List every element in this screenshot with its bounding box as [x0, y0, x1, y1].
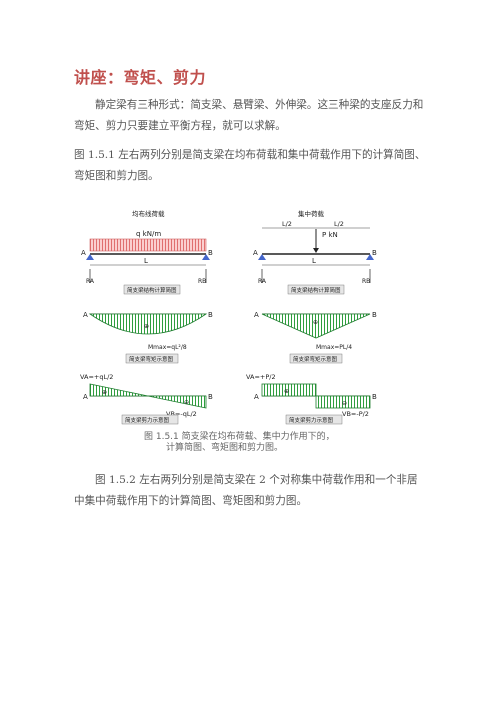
left-heading: 均布线荷载 [132, 209, 165, 218]
left-span: L [144, 257, 148, 265]
right-support-b2: B [372, 393, 377, 401]
left-shear-sign-pos: ⊕ [102, 389, 107, 396]
left-support-b-icon [202, 254, 210, 260]
left-shear-b: VB=-qL/2 [166, 410, 197, 418]
right-diagram2-title: 简支梁弯矩示意图 [293, 355, 338, 363]
left-shear-negative-area [147, 395, 207, 409]
right-reaction-b: RB [362, 278, 370, 285]
right-shear-negative-area [315, 395, 371, 409]
right-load-label: P kN [322, 231, 338, 239]
right-shear-positive-area [261, 383, 317, 397]
beam-diagram-figure: 均布线荷载 q kN/m A B L RA RB [80, 203, 382, 425]
left-title-box-3 [121, 414, 179, 425]
right-support-a: A [253, 249, 258, 257]
uniform-load-band [89, 238, 207, 252]
right-title-box-2 [289, 353, 343, 364]
caption-line-1: 图 1.5.1 简支梁在均布荷载、集中力作用下的， [144, 432, 335, 442]
right-support-a2: A [254, 393, 259, 401]
left-column: 均布线荷载 q kN/m A B L RA RB [80, 209, 213, 425]
right-moment-sign: ⊕ [313, 319, 318, 326]
left-support-a2: A [83, 393, 88, 401]
right-title-box-1 [287, 284, 345, 295]
left-title-box-2 [125, 353, 179, 364]
left-moment-b: B [208, 311, 213, 319]
right-shear-sign-neg: ⊖ [342, 400, 347, 407]
left-reaction-a: RA [86, 278, 95, 285]
paragraph-intro: 静定梁有三种形式：简支梁、悬臂梁、外伸梁。这三种梁的支座反力和弯矩、剪力只要建立… [74, 99, 424, 132]
left-reaction-b: RB [198, 278, 206, 285]
page-title: 讲座：弯矩、剪力 [74, 68, 207, 87]
right-shear-a: VA=+P/2 [246, 373, 276, 381]
right-point-load-arrowhead-icon [313, 248, 319, 253]
paragraph-figure-1-5-1: 图 1.5.1 左右两列分别是简支梁在均布荷载和集中荷载作用下的计算简图、弯矩图… [74, 149, 426, 182]
right-support-b: B [372, 249, 377, 257]
left-support-b: B [208, 249, 213, 257]
right-moment-a: A [254, 311, 259, 319]
right-diagram1-title: 简支梁结构计算简图 [291, 286, 341, 294]
left-title-box-1 [123, 284, 181, 295]
left-shear-a: VA=+qL/2 [80, 373, 113, 381]
left-support-a: A [81, 249, 86, 257]
right-shear-sign-pos: ⊕ [284, 388, 289, 395]
right-title-box-3 [285, 414, 343, 425]
left-moment-a: A [83, 311, 88, 319]
right-span: L [312, 257, 316, 265]
left-support-b2: B [208, 393, 213, 401]
left-moment-parabola [88, 313, 208, 335]
paragraph-figure-1-5-2: 图 1.5.2 左右两列分别是简支梁在 2 个对称集中荷载作用和一个非居中集中荷… [74, 474, 418, 507]
beam-diagram-svg: 均布线荷载 q kN/m A B L RA RB [80, 209, 377, 425]
right-shear-b: VB=-P/2 [342, 410, 369, 418]
right-moment-max: Mmax=PL/4 [316, 344, 352, 351]
right-moment-b: B [372, 311, 377, 319]
left-load-label: q kN/m [136, 230, 161, 238]
right-diagram3-title: 简支梁剪力示意图 [289, 416, 334, 424]
figure-caption: 图 1.5.1 简支梁在均布荷载、集中力作用下的， 计算简图、弯矩图和剪力图。 [144, 432, 364, 454]
right-reaction-a: RA [258, 278, 267, 285]
left-shear-positive-area [89, 383, 149, 397]
right-column: 集中荷载 L/2 L/2 P kN A B L [246, 209, 377, 425]
left-diagram3-title: 简支梁剪力示意图 [125, 416, 170, 424]
right-half1: L/2 [282, 220, 292, 228]
right-heading: 集中荷载 [298, 209, 325, 218]
right-half2: L/2 [334, 220, 344, 228]
caption-line-2: 计算简图、弯矩图和剪力图。 [166, 443, 284, 453]
left-support-a-icon [86, 254, 94, 260]
right-support-a-icon [258, 254, 266, 260]
left-moment-max: Mmax=qL²/8 [148, 344, 187, 351]
left-diagram2-title: 简支梁弯矩示意图 [129, 355, 174, 363]
right-moment-triangle [261, 313, 371, 339]
left-diagram1-title: 简支梁结构计算简图 [127, 286, 177, 294]
left-shear-sign-neg: ⊖ [184, 399, 189, 406]
left-moment-sign: ⊕ [144, 323, 149, 330]
right-support-b-icon [366, 254, 374, 260]
